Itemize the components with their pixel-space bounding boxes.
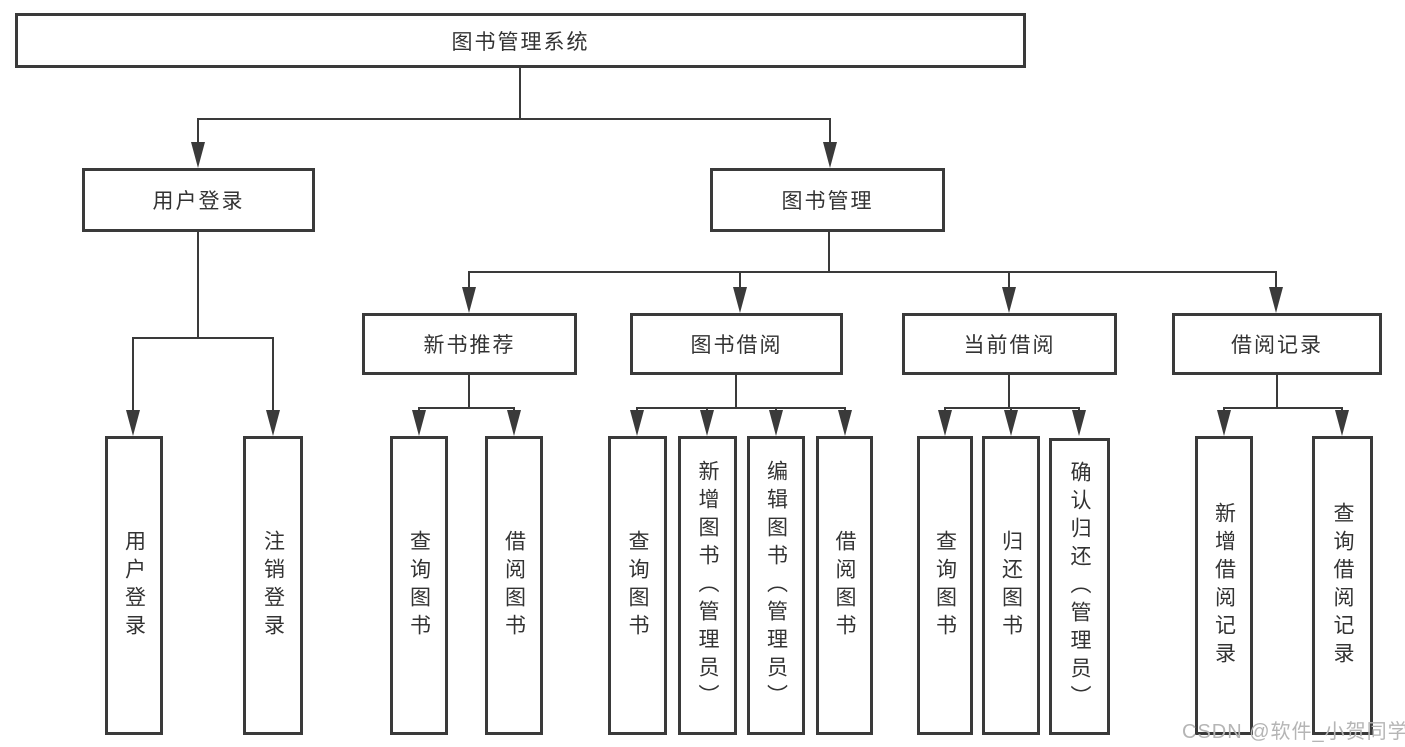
leaf-borrow-books-2-label: 借阅图书 [833,529,857,642]
connector-line [828,232,830,271]
leaf-borrow-books-1-label: 借阅图书 [502,529,526,642]
arrow-down-icon [1004,410,1018,436]
arrow-down-icon [191,142,205,168]
node-borrowing-records: 借阅记录 [1172,313,1382,375]
leaf-add-borrow-record: 新增借阅记录 [1195,436,1253,735]
leaf-query-books-3-label: 查询图书 [933,529,957,642]
arrow-down-icon [1269,287,1283,313]
leaf-logout: 注销登录 [243,436,303,735]
connector-line [197,232,199,337]
node-user-login: 用户登录 [82,168,315,232]
connector-line [735,375,737,407]
connector-line [1008,271,1010,289]
arrow-down-icon [630,410,644,436]
leaf-user-login-label: 用户登录 [122,529,146,642]
node-book-borrowing: 图书借阅 [630,313,843,375]
leaf-edit-books-admin: 编辑图书（管理员） [747,436,805,735]
arrow-down-icon [412,410,426,436]
connector-line [636,407,846,409]
node-user-login-label: 用户登录 [152,190,245,213]
arrow-down-icon [1217,410,1231,436]
leaf-return-books-label: 归还图书 [999,529,1023,642]
leaf-return-books: 归还图书 [982,436,1040,735]
arrow-down-icon [1335,410,1349,436]
connector-line [519,68,521,118]
leaf-query-books-2-label: 查询图书 [626,529,650,642]
node-root-label: 图书管理系统 [451,30,590,54]
leaf-query-books-1: 查询图书 [390,436,448,735]
connector-line [272,337,274,411]
connector-line [1008,375,1010,407]
arrow-down-icon [769,410,783,436]
connector-line [468,271,470,289]
leaf-query-books-3: 查询图书 [917,436,973,735]
leaf-edit-books-admin-label: 编辑图书（管理员） [764,459,788,712]
connector-line [418,407,515,409]
leaf-confirm-return-admin: 确认归还（管理员） [1049,438,1110,735]
leaf-borrow-books-2: 借阅图书 [816,436,873,735]
arrow-down-icon [266,410,280,436]
node-root: 图书管理系统 [15,13,1026,68]
connector-line [132,337,274,339]
arrow-down-icon [823,142,837,168]
connector-line [132,337,134,411]
leaf-user-login: 用户登录 [105,436,163,735]
node-book-management-label: 图书管理 [781,190,874,213]
connector-line [1276,375,1278,407]
arrow-down-icon [1072,410,1086,436]
leaf-query-books-2: 查询图书 [608,436,667,735]
leaf-borrow-books-1: 借阅图书 [485,436,543,735]
node-current-borrowing: 当前借阅 [902,313,1117,375]
arrow-down-icon [1002,287,1016,313]
leaf-confirm-return-admin-label: 确认归还（管理员） [1068,460,1092,713]
connector-line [944,407,1080,409]
arrow-down-icon [462,287,476,313]
arrow-down-icon [838,410,852,436]
node-book-borrowing-label: 图书借阅 [690,334,783,357]
leaf-query-borrow-record: 查询借阅记录 [1312,436,1373,735]
leaf-query-borrow-record-label: 查询借阅记录 [1331,501,1355,670]
node-current-borrowing-label: 当前借阅 [963,334,1056,357]
connector-line [829,118,831,146]
arrow-down-icon [700,410,714,436]
connector-line [739,271,741,289]
leaf-add-books-admin-label: 新增图书（管理员） [696,459,720,712]
arrow-down-icon [938,410,952,436]
node-borrowing-records-label: 借阅记录 [1231,334,1323,357]
arrow-down-icon [507,410,521,436]
node-new-book-recommendation: 新书推荐 [362,313,577,375]
watermark: CSDN @软件_小贺同学 [1182,721,1405,743]
connector-line [197,118,199,146]
leaf-query-books-1-label: 查询图书 [407,529,431,642]
connector-line [1223,407,1343,409]
node-book-management: 图书管理 [710,168,945,232]
node-new-book-recommendation-label: 新书推荐 [423,334,516,357]
connector-line [468,375,470,407]
arrow-down-icon [733,287,747,313]
connector-line [197,118,831,120]
leaf-add-borrow-record-label: 新增借阅记录 [1212,501,1236,670]
leaf-add-books-admin: 新增图书（管理员） [678,436,737,735]
connector-line [468,271,1277,273]
arrow-down-icon [126,410,140,436]
connector-line [1275,271,1277,289]
leaf-logout-label: 注销登录 [261,529,285,642]
